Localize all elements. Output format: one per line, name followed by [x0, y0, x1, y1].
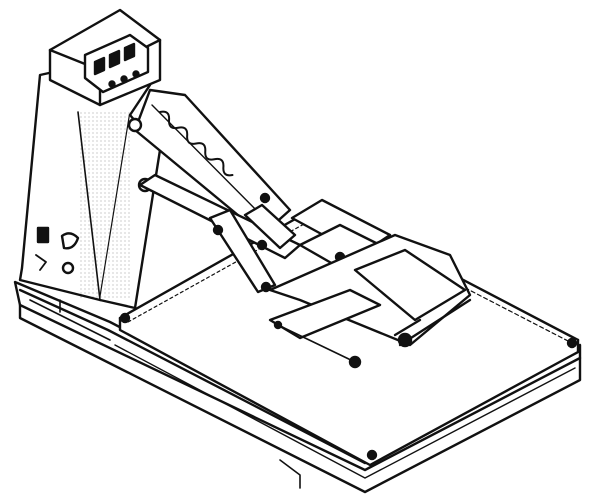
digit-icon [108, 49, 121, 69]
digit-icon [123, 42, 136, 62]
control-panel [48, 8, 162, 107]
bolt-icon [212, 224, 224, 236]
press-handle [268, 233, 472, 369]
press-column [18, 63, 162, 310]
button-icon [132, 70, 140, 78]
button-icon [108, 80, 116, 88]
spring-icon [159, 110, 234, 177]
corner-bolt-icon [566, 337, 578, 349]
digit-icon [93, 56, 106, 76]
corner-bolt-icon [366, 449, 378, 461]
bolt-icon [260, 281, 272, 293]
power-switch-icon [36, 226, 50, 244]
bolt-icon [259, 192, 271, 204]
corner-bolt-icon [119, 312, 131, 324]
upper-platen [290, 198, 392, 270]
bolt-icon [256, 239, 268, 251]
cord-icon [35, 254, 47, 271]
fuse-icon [61, 261, 75, 275]
pivot-icon [127, 117, 143, 133]
port-icon [60, 232, 80, 250]
button-icon [120, 75, 128, 83]
handle-knob-icon [397, 332, 413, 348]
